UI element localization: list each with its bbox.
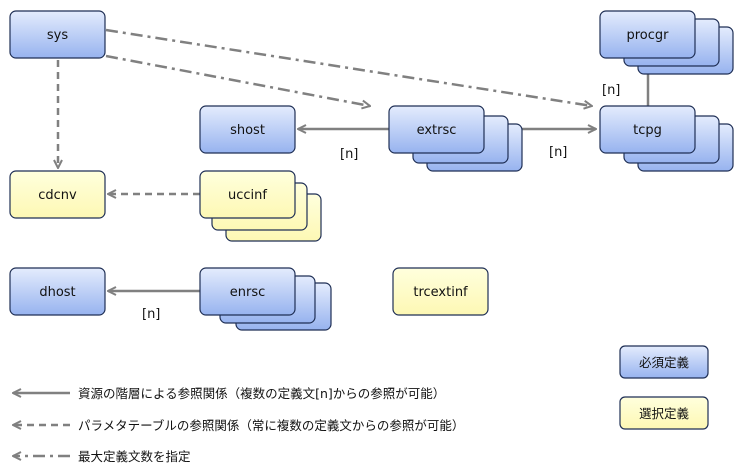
legend-hierarchy-text: 資源の階層による参照関係（複数の定義文[n]からの参照が可能） xyxy=(78,386,445,401)
node-procgr-label: procgr xyxy=(626,28,669,43)
multiplicity-enrsc-dhost: [n] xyxy=(142,307,160,322)
node-sys-label: sys xyxy=(47,28,68,43)
legend-parameter-text: パラメタテーブルの参照関係（常に複数の定義文からの参照が可能） xyxy=(78,418,464,433)
legend-required-label: 必須定義 xyxy=(639,355,690,370)
node-enrsc: enrsc xyxy=(199,267,332,331)
multiplicity-extrsc-tcpg: [n] xyxy=(549,145,567,160)
arrow-sys-to-extrsc xyxy=(105,54,370,106)
node-dhost-label: dhost xyxy=(39,285,75,300)
node-shost-label: shost xyxy=(230,123,265,138)
node-cdcnv: cdcnv xyxy=(9,170,106,219)
node-tcpg-label: tcpg xyxy=(633,123,662,138)
node-trcextinf: trcextinf xyxy=(392,267,489,316)
node-uccinf-label: uccinf xyxy=(228,188,267,203)
node-dhost: dhost xyxy=(9,267,106,316)
node-extrsc: extrsc xyxy=(388,105,523,172)
legend-max-count-text: 最大定義文数を指定 xyxy=(78,449,191,464)
node-trcextinf-label: trcextinf xyxy=(413,285,468,300)
arrow-sys-to-tcpg xyxy=(105,28,592,106)
node-procgr: procgr xyxy=(599,10,734,75)
legend-optional-label: 選択定義 xyxy=(639,406,690,421)
node-shost: shost xyxy=(199,105,296,154)
multiplicity-extrsc-shost: [n] xyxy=(340,147,358,162)
legend-lines xyxy=(13,393,70,456)
node-sys: sys xyxy=(9,10,106,59)
legend-optional: 選択定義 xyxy=(619,396,709,430)
multiplicity-tcpg-procgr: [n] xyxy=(602,83,620,98)
node-uccinf: uccinf xyxy=(199,170,322,242)
node-tcpg: tcpg xyxy=(599,105,734,172)
legend-required: 必須定義 xyxy=(619,345,709,379)
node-enrsc-label: enrsc xyxy=(230,285,266,300)
node-extrsc-label: extrsc xyxy=(417,123,457,138)
node-cdcnv-label: cdcnv xyxy=(38,188,77,203)
